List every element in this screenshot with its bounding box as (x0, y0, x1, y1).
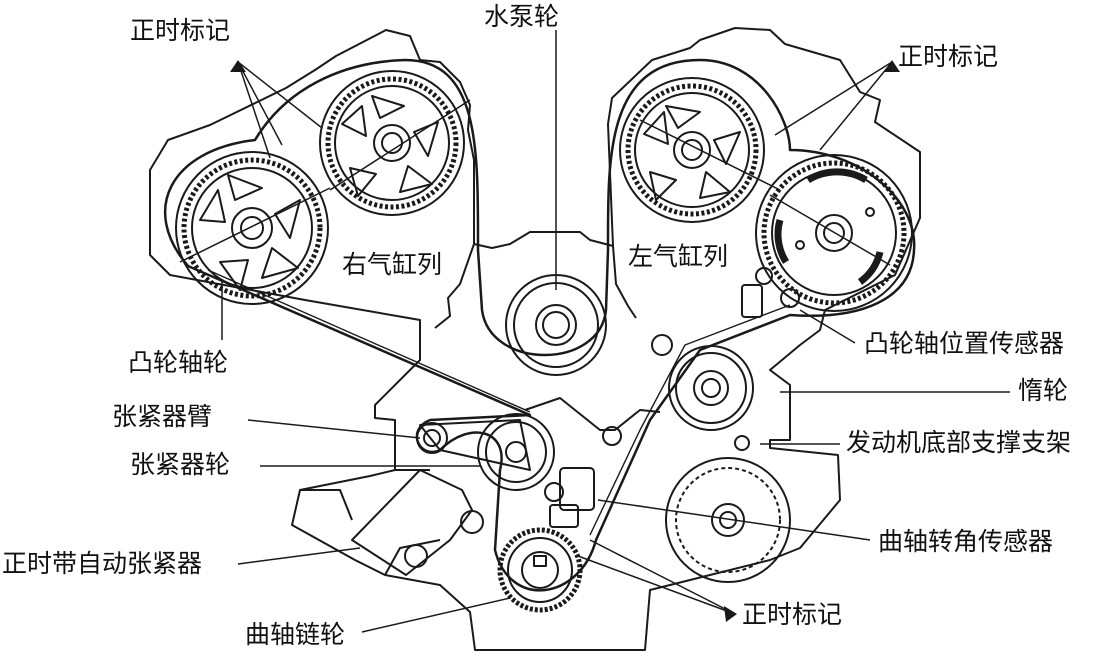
leader-crank-sprocket (361, 597, 511, 633)
crankshaft-angle-sensor-shape (544, 467, 595, 528)
camshaft-pulley-upper-left (319, 70, 471, 216)
inner-detail-right (612, 245, 637, 319)
leader-crank-sensor (597, 499, 871, 541)
crankshaft-damper-pulley (665, 457, 791, 583)
leader-timing-mark-tl-3 (237, 61, 323, 129)
label-left-bank: 左气缸列 (628, 242, 729, 271)
label-timing-mark-bottom: 正时标记 (742, 600, 843, 629)
crankshaft-sprocket-shape (497, 527, 583, 613)
label-camshaft-pulley: 凸轮轴轮 (128, 348, 229, 377)
leader-timing-mark-tl-2 (237, 61, 271, 159)
label-engine-bottom-support-bracket: 发动机底部支撑支架 (846, 428, 1072, 457)
camshaft-pulley-lower-right (755, 154, 913, 312)
leader-timing-mark-tr-1 (819, 61, 893, 151)
label-timing-mark-top-right: 正时标记 (898, 42, 999, 71)
label-tensioner-pulley: 张紧器轮 (130, 450, 231, 479)
label-timing-mark-top-left: 正时标记 (130, 16, 231, 45)
arrowhead-tr (884, 60, 900, 72)
auto-tensioner-shape (351, 469, 484, 576)
leader-tensioner-arm (247, 419, 421, 439)
leader-auto-tensioner (237, 547, 361, 565)
inner-detail-lower-left (300, 469, 441, 576)
tensioner-pulley-shape (477, 413, 555, 491)
arrowhead-b (724, 606, 737, 622)
camshaft-pulley-upper-right (619, 77, 781, 223)
leader-cam-sensor (799, 309, 856, 344)
label-camshaft-position-sensor: 凸轮轴位置传感器 (864, 329, 1065, 358)
bracket-hole-2 (734, 435, 750, 451)
bracket-hole-3 (602, 426, 622, 446)
leader-timing-mark-b-1 (589, 539, 736, 615)
idler-pulley-shape (668, 345, 754, 431)
leader-timing-mark-tr-2 (774, 61, 893, 136)
arrowhead-tl (230, 60, 246, 72)
bracket-hole-1 (651, 334, 673, 356)
camshaft-position-sensor (741, 267, 800, 318)
timing-belt (163, 58, 916, 592)
inner-detail-left (434, 160, 475, 329)
leader-timing-mark-b-2 (577, 555, 736, 615)
label-crankshaft-sprocket: 曲轴链轮 (245, 620, 346, 649)
label-right-bank: 右气缸列 (342, 250, 443, 279)
label-crankshaft-angle-sensor: 曲轴转角传感器 (878, 527, 1054, 556)
label-water-pump-pulley: 水泵轮 (484, 2, 560, 31)
leader-timing-mark-tl-1 (237, 61, 283, 146)
label-tensioner-arm: 张紧器臂 (112, 402, 213, 431)
label-timing-belt-auto-tensioner: 正时带自动张紧器 (2, 549, 203, 578)
belt-inner-line (207, 269, 791, 536)
label-idler-pulley: 惰轮 (1018, 376, 1069, 405)
camshaft-pulley-lower-left (175, 151, 331, 305)
inner-detail-bottom (524, 397, 661, 431)
